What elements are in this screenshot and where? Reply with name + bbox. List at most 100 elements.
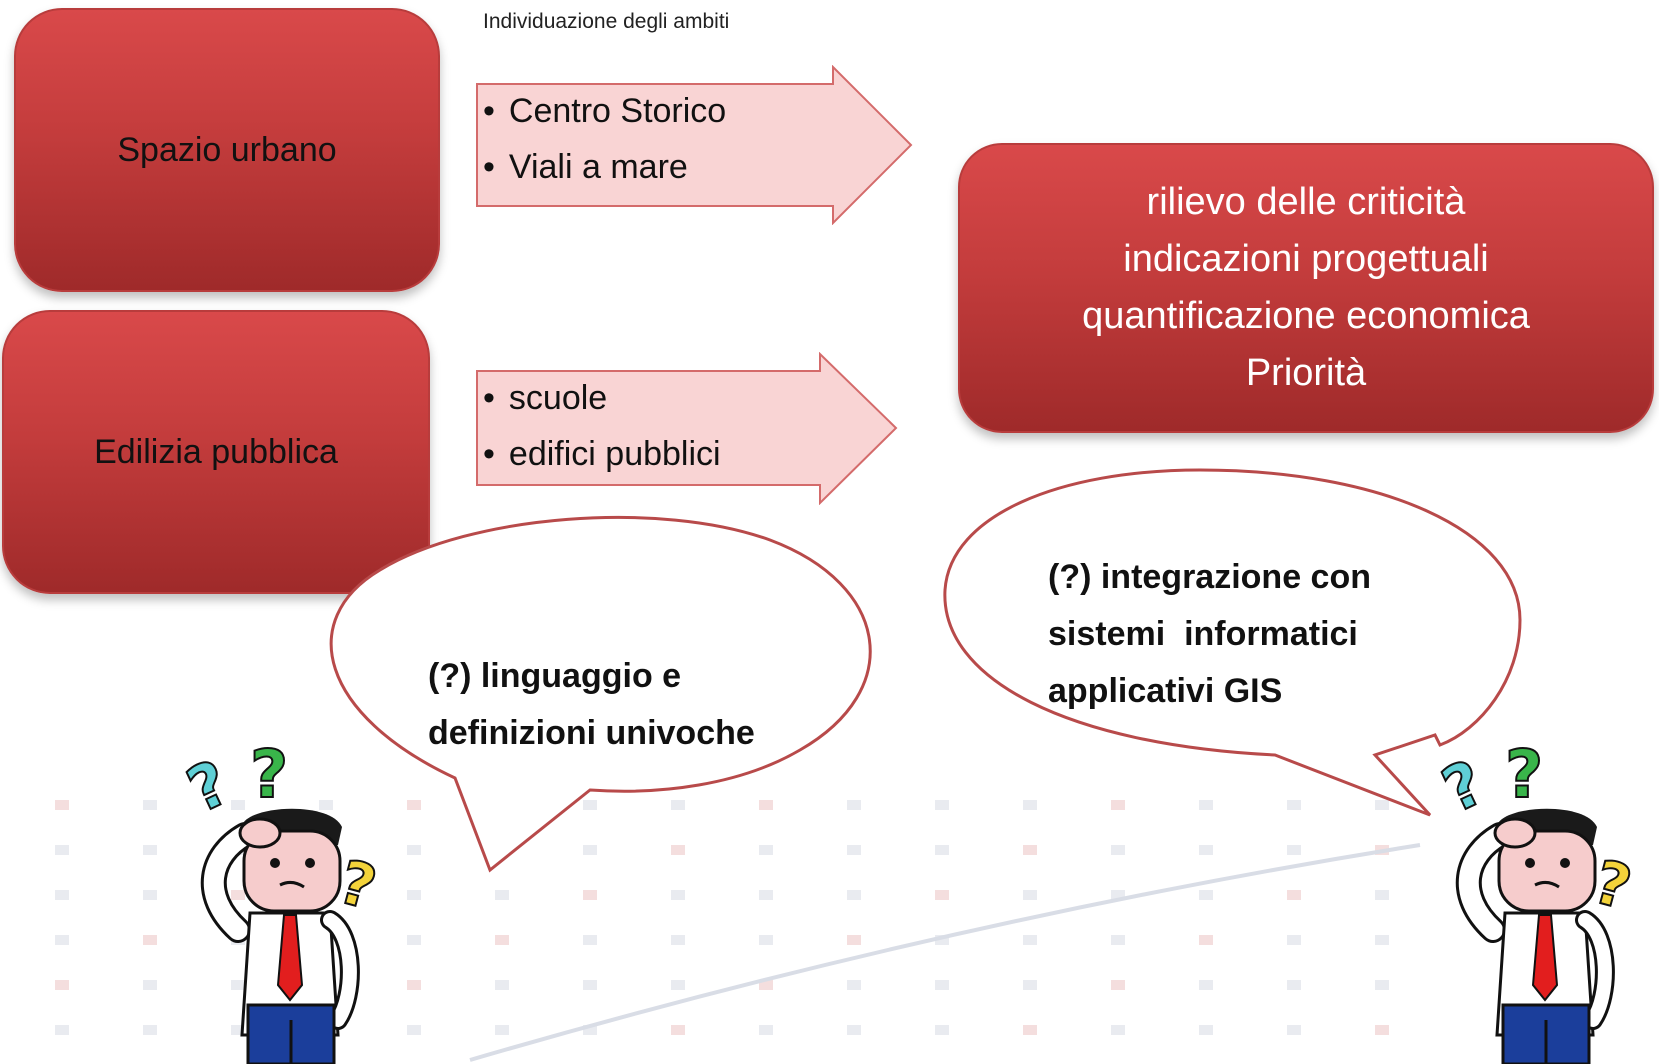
box-edilizia-pubblica-label: Edilizia pubblica (94, 432, 338, 471)
background-square (1023, 935, 1037, 945)
background-square (935, 1025, 949, 1035)
background-square (55, 935, 69, 945)
background-square (759, 1025, 773, 1035)
background-square (231, 800, 245, 810)
background-square (495, 890, 509, 900)
background-square (847, 845, 861, 855)
box-edilizia-pubblica: Edilizia pubblica (2, 310, 430, 594)
background-square (143, 890, 157, 900)
background-square (759, 845, 773, 855)
background-square (935, 800, 949, 810)
bubble-line: sistemi informatici (1048, 615, 1358, 653)
background-square (231, 980, 245, 990)
list-item: Viali a mare (483, 139, 726, 195)
background-square (583, 890, 597, 900)
background-square (935, 935, 949, 945)
background-square (1375, 890, 1389, 900)
background-square (143, 800, 157, 810)
background-square (583, 800, 597, 810)
background-square (407, 845, 421, 855)
background-square (1023, 890, 1037, 900)
background-square (759, 980, 773, 990)
background-square (935, 890, 949, 900)
background-curve (469, 843, 1421, 1062)
background-square (847, 980, 861, 990)
speech-bubble-left-text: (?) linguaggio e definizioni univoche (428, 648, 755, 762)
background-square (319, 800, 333, 810)
background-square (847, 935, 861, 945)
background-square (143, 1025, 157, 1035)
confused-man-left: ? ? ? (180, 735, 384, 1064)
background-square (1111, 890, 1125, 900)
background-square (1375, 1025, 1389, 1035)
background-square (759, 935, 773, 945)
arrow-spazio-urbano-list: Centro Storico Viali a mare (483, 83, 726, 195)
speech-bubble-right-text: (?) integrazione con sistemi informatici… (1048, 549, 1371, 720)
list-item: edifici pubblici (483, 426, 721, 482)
background-square (55, 890, 69, 900)
background-square (1199, 845, 1213, 855)
result-line: quantificazione economica (1082, 295, 1530, 337)
background-square (1199, 890, 1213, 900)
background-square (1199, 1025, 1213, 1035)
background-square (55, 800, 69, 810)
background-square (495, 980, 509, 990)
background-square (1375, 800, 1389, 810)
list-item: Centro Storico (483, 83, 726, 139)
background-square (495, 800, 509, 810)
background-square (935, 980, 949, 990)
background-square (1287, 800, 1301, 810)
background-square (847, 890, 861, 900)
background-square (1375, 980, 1389, 990)
background-square (55, 845, 69, 855)
background-square (671, 890, 685, 900)
background-square (143, 980, 157, 990)
background-square (1111, 845, 1125, 855)
background-square (671, 935, 685, 945)
background-square (495, 1025, 509, 1035)
question-mark-cyan-icon: ? (180, 746, 240, 827)
background-square (1287, 845, 1301, 855)
background-square (407, 800, 421, 810)
background-square (495, 935, 509, 945)
background-square (231, 890, 245, 900)
background-square (671, 980, 685, 990)
background-square (847, 800, 861, 810)
background-square (759, 890, 773, 900)
background-square (759, 800, 773, 810)
box-result-text: rilievo delle criticità indicazioni prog… (1082, 174, 1530, 402)
background-square (847, 1025, 861, 1035)
background-square (583, 845, 597, 855)
background-square (1111, 800, 1125, 810)
background-square (1023, 800, 1037, 810)
background-square (1287, 1025, 1301, 1035)
box-spazio-urbano-label: Spazio urbano (117, 130, 337, 169)
background-square (407, 980, 421, 990)
background-square (1111, 980, 1125, 990)
background-square (1111, 935, 1125, 945)
background-square (407, 1025, 421, 1035)
result-line: Priorità (1245, 352, 1367, 394)
background-square (671, 845, 685, 855)
background-square (1287, 890, 1301, 900)
background-square (1287, 935, 1301, 945)
bubble-line: (?) linguaggio e (428, 657, 682, 695)
bubble-line: (?) integrazione con (1048, 558, 1371, 596)
box-result: rilievo delle criticità indicazioni prog… (958, 143, 1654, 433)
background-square (935, 845, 949, 855)
background-square (1199, 935, 1213, 945)
background-square (583, 1025, 597, 1035)
question-mark-green-icon: ? (250, 736, 288, 813)
background-square (1023, 845, 1037, 855)
background-square (1199, 800, 1213, 810)
background-square (583, 980, 597, 990)
diagram-caption: Individuazione degli ambiti (483, 10, 730, 33)
background-square (1023, 1025, 1037, 1035)
box-spazio-urbano: Spazio urbano (14, 8, 440, 292)
list-item: scuole (483, 370, 721, 426)
background-square (143, 845, 157, 855)
background-square (583, 935, 597, 945)
arrow-edilizia-pubblica-list: scuole edifici pubblici (483, 370, 721, 482)
confused-man-right: ? ? ? (1435, 735, 1639, 1064)
background-square (1287, 980, 1301, 990)
